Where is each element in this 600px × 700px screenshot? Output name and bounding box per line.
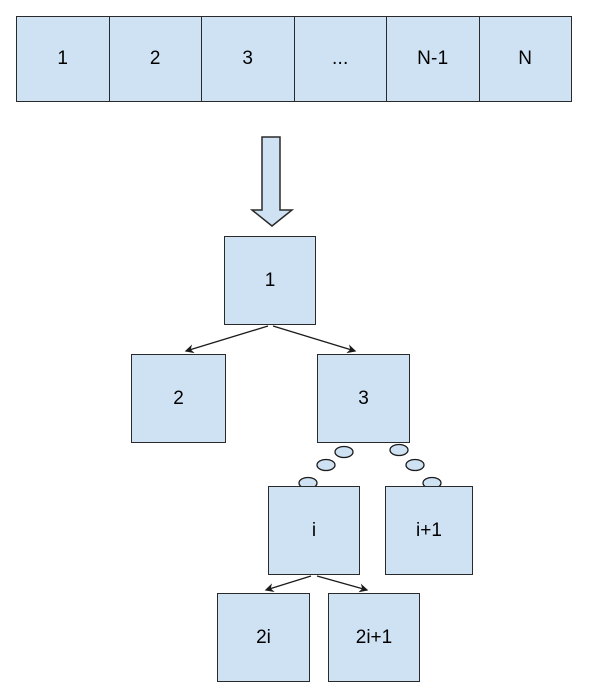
- array-cell-label: 2: [149, 48, 161, 69]
- tree-node-label: 2i+1: [355, 626, 393, 648]
- ellipsis-dot-icon: [389, 443, 409, 457]
- down-arrow-icon: [249, 136, 295, 227]
- edge-i-to-2i1: [316, 575, 369, 593]
- ellipsis-dot-icon: [316, 458, 336, 472]
- array-cell-2: 2: [110, 17, 202, 101]
- array-cell-label: N: [518, 48, 533, 69]
- array-cell-3: 3: [202, 17, 295, 101]
- array-cell-label: 1: [57, 48, 69, 69]
- array-cell-label: ...: [332, 48, 349, 69]
- tree-node-root: 1: [224, 236, 316, 325]
- tree-node-2: 2: [131, 354, 226, 443]
- tree-node-2i-plus-1: 2i+1: [328, 593, 420, 682]
- array-cell-n: N: [480, 17, 572, 101]
- array-cell-label: N-1: [417, 48, 449, 69]
- edge-i-to-2i: [264, 575, 312, 593]
- edge-root-to-3: [272, 325, 357, 354]
- tree-node-label: 3: [358, 387, 369, 409]
- tree-node-label: 2i: [256, 626, 271, 648]
- array-cell-n-minus-1: N-1: [387, 17, 480, 101]
- tree-node-2i: 2i: [217, 593, 310, 682]
- tree-node-label: i: [311, 519, 317, 541]
- tree-node-3: 3: [317, 354, 410, 443]
- ellipsis-dot-icon: [405, 458, 425, 472]
- edge-root-to-2: [184, 325, 269, 354]
- tree-node-label: 2: [173, 387, 184, 409]
- array-cell-1: 1: [17, 17, 110, 101]
- tree-node-i: i: [268, 486, 360, 575]
- array-row: 1 2 3 ... N-1 N: [16, 16, 572, 102]
- array-cell-ellipsis: ...: [295, 17, 387, 101]
- ellipsis-dot-icon: [334, 445, 354, 459]
- tree-node-label: 1: [264, 269, 276, 291]
- array-cell-label: 3: [242, 48, 254, 69]
- tree-node-i-plus-1: i+1: [385, 486, 473, 575]
- tree-node-label: i+1: [416, 519, 442, 541]
